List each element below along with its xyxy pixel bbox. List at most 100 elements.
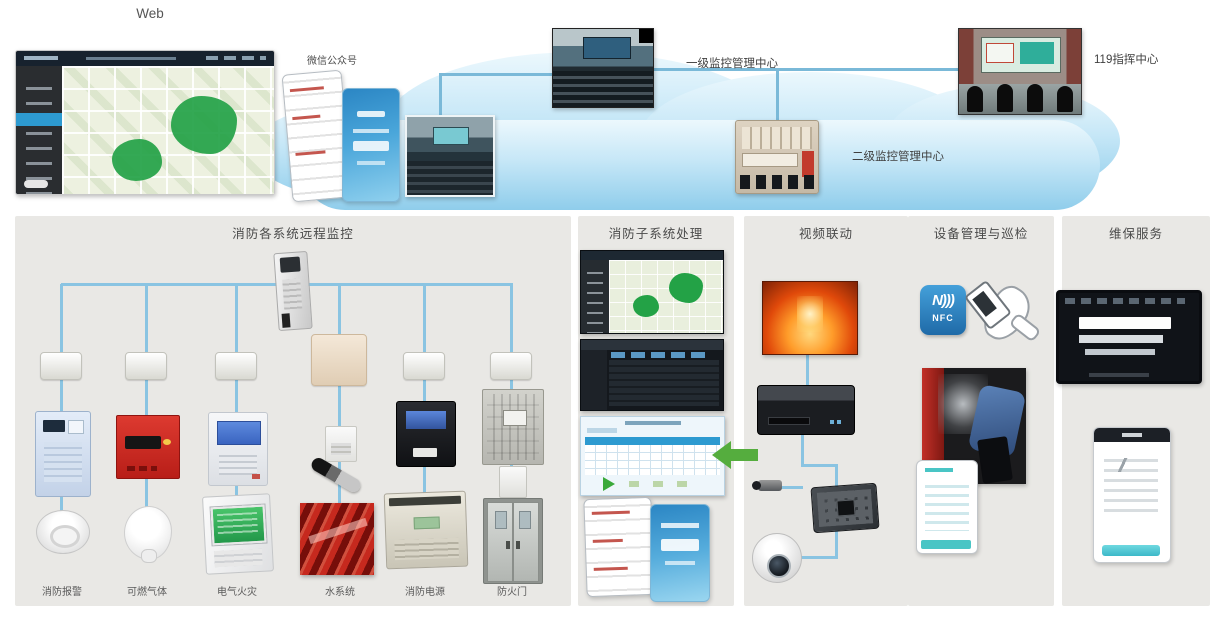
hand-with-phone-icon — [964, 276, 1042, 348]
app-bottom-button — [921, 540, 971, 549]
browser-header-text — [86, 57, 176, 60]
console-button-grid — [742, 127, 812, 149]
door-window — [495, 511, 507, 529]
power-monitor-black — [396, 401, 456, 467]
power-supply-unit — [383, 490, 469, 570]
column-line — [60, 284, 63, 512]
gateway-module-large — [311, 334, 367, 386]
table-grid — [609, 360, 719, 406]
screen-content-block — [1020, 42, 1054, 64]
gateway-module — [125, 352, 167, 380]
schedule-dots — [629, 481, 699, 487]
gateway-module — [490, 352, 532, 380]
panel-title: 维保服务 — [1108, 227, 1163, 241]
connector-line — [801, 433, 804, 467]
mini-map — [609, 260, 723, 333]
door-handle — [516, 541, 520, 549]
level2-console-device — [735, 120, 819, 194]
gas-buttons — [127, 466, 157, 471]
web-dashboard-screenshot — [15, 50, 275, 195]
module-lines — [331, 443, 351, 455]
terminal-input-bar — [1079, 317, 1171, 329]
device-label: 可燃气体 — [127, 587, 167, 598]
map-area — [62, 66, 274, 194]
phone-list-red-line — [592, 538, 623, 543]
device-label: 防火门 — [497, 587, 527, 598]
browser-sidebar — [16, 66, 62, 194]
schedule-grid — [585, 445, 720, 475]
slot-pattern — [487, 394, 539, 460]
connector-line — [439, 73, 442, 117]
controller-display — [503, 410, 527, 426]
sidebar-bottom-pill — [24, 180, 48, 188]
panel-title: 视频联动 — [798, 227, 853, 241]
unit-vent-slots — [394, 537, 459, 561]
mini-sidebar — [581, 260, 609, 333]
gateway-module — [403, 352, 445, 380]
sidebar-highlight-item — [16, 113, 62, 126]
green-screen-device — [202, 493, 274, 575]
nfc-icon: N))) NFC — [920, 285, 966, 335]
electrical-fire-monitor — [208, 412, 268, 486]
green-lcd-lines — [216, 511, 259, 537]
device-label: 水系统 — [325, 587, 355, 598]
alarm-display — [43, 420, 65, 432]
unit-top-strip — [388, 495, 462, 507]
phone-list-red-line — [289, 86, 324, 93]
door-controller-panel — [482, 389, 544, 465]
camera-body — [758, 480, 782, 491]
unit-green-badge — [413, 516, 440, 530]
panel-title: 消防子系统处理 — [608, 227, 704, 241]
maintenance-terminal-screen — [1056, 290, 1202, 384]
nvr-recorder — [757, 385, 855, 435]
person-silhouette — [1027, 84, 1043, 112]
blue-lcd — [217, 421, 261, 445]
console-knob-row — [740, 175, 814, 189]
gateway-module — [40, 352, 82, 380]
detector-nub — [141, 549, 157, 563]
maintenance-report-phone — [1093, 427, 1171, 563]
phone-text-bar — [357, 161, 385, 165]
photo-corner — [639, 29, 653, 43]
wechat-push-phone — [650, 504, 710, 602]
status-bar-title — [1122, 433, 1142, 437]
panel-maintenance-service: 维保服务 — [1056, 216, 1210, 606]
smoke-detector — [36, 510, 90, 554]
screen-content-block — [986, 43, 1014, 63]
command-center-119-photo — [958, 28, 1082, 115]
gas-alarm-panel — [116, 415, 180, 479]
report-signature — [1108, 458, 1142, 472]
inspection-app-phone — [916, 460, 978, 554]
column-line — [338, 284, 341, 506]
door-window — [519, 511, 531, 529]
panel-subsystem-handling: 消防子系统处理 — [578, 216, 734, 606]
camera-lens — [752, 481, 761, 490]
device-label: 电气火灾 — [217, 587, 257, 598]
connector-line — [801, 464, 838, 467]
terminal-foot — [1089, 373, 1149, 377]
schedule-tabs — [587, 428, 617, 433]
alert-list-phone — [583, 496, 655, 598]
blue-screen — [406, 411, 446, 429]
panel-device-management: 设备管理与巡检 N))) NFC — [908, 216, 1054, 606]
table-toolbar — [611, 352, 711, 358]
door-relay-box — [499, 466, 527, 498]
fire-door — [483, 498, 543, 584]
terminal-menu-bar — [1065, 298, 1185, 304]
console-display-band — [742, 153, 798, 167]
panel-title: 设备管理与巡检 — [933, 227, 1029, 241]
phone-list-red-line — [593, 566, 628, 571]
phone-text-bar — [661, 539, 699, 551]
gas-display — [125, 436, 161, 449]
connector-line — [835, 464, 838, 489]
phone-list-red-line — [591, 510, 630, 515]
detector-ring — [50, 525, 80, 548]
wall-screen — [433, 127, 469, 145]
app-text-lines — [925, 479, 969, 531]
level1-center-label: 一级监控管理中心 — [686, 58, 778, 70]
level2-center-label: 二级监控管理中心 — [852, 151, 944, 163]
nvr-front-slot — [768, 417, 810, 425]
map-screen-shot — [580, 250, 724, 334]
browser-header-menu — [206, 56, 266, 60]
door-leaf — [487, 502, 513, 582]
